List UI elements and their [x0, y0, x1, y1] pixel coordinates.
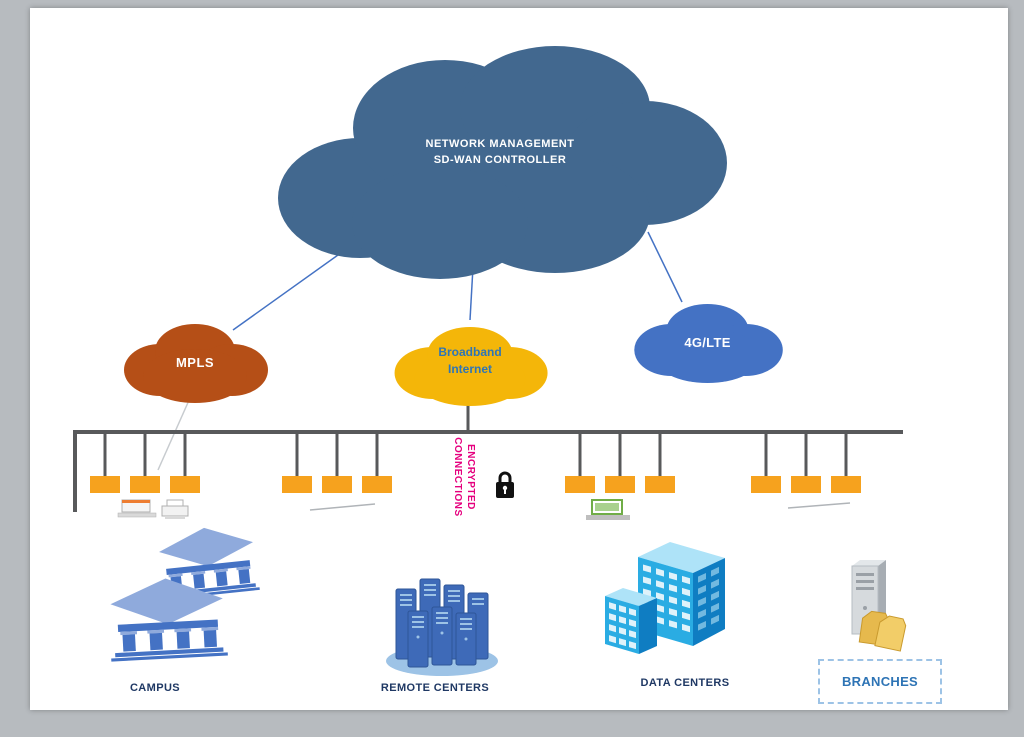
laptop-icon	[117, 499, 157, 518]
broadband-cloud[interactable]: Broadband Internet	[385, 316, 555, 411]
broadband-label-line1: Broadband	[438, 345, 502, 359]
controller-label: NETWORK MANAGEMENT SD-WAN CONTROLLER	[260, 136, 740, 168]
branches-icon[interactable]	[830, 558, 920, 658]
encrypted-label-line1: ENCRYPTED	[465, 444, 476, 510]
connector-boxes	[90, 476, 861, 493]
link-controller-broadband	[469, 266, 474, 321]
campus-label[interactable]: CAMPUS	[129, 682, 181, 694]
controller-label-line2: SD-WAN CONTROLLER	[433, 154, 567, 166]
remote-centers-label[interactable]: REMOTE CENTERS	[380, 682, 490, 694]
cable-icon	[309, 503, 376, 511]
campus-icon[interactable]	[105, 526, 280, 666]
mpls-label: MPLS	[175, 355, 215, 370]
cloud-shape	[124, 324, 268, 403]
branches-label: BRANCHES	[841, 674, 919, 689]
slide-canvas: NETWORK MANAGEMENT SD-WAN CONTROLLER MPL…	[30, 8, 1008, 710]
lte-label: 4G/LTE	[684, 335, 731, 350]
cloud-shape	[394, 327, 548, 406]
folder-icon	[874, 615, 907, 652]
connector-lines-layer	[73, 231, 903, 520]
lock-icon[interactable]	[494, 468, 516, 500]
cloud-shape	[634, 304, 783, 383]
printer-icon	[161, 499, 189, 519]
encrypted-connections-label[interactable]: ENCRYPTED CONNECTIONS	[447, 427, 477, 527]
encrypted-label-line2: CONNECTIONS	[452, 437, 463, 517]
lte-cloud[interactable]: 4G/LTE	[625, 293, 790, 388]
bus-line	[73, 430, 903, 512]
bank-building-icon	[110, 578, 228, 662]
controller-cloud[interactable]: NETWORK MANAGEMENT SD-WAN CONTROLLER	[260, 28, 740, 288]
broadband-label: Broadband Internet	[385, 344, 555, 378]
data-centers-icon[interactable]	[595, 528, 745, 673]
link-controller-mpls	[232, 244, 353, 331]
green-laptop-icon	[586, 499, 630, 520]
cloud-shape	[278, 46, 727, 279]
remote-centers-icon[interactable]	[360, 573, 510, 678]
link-controller-lte	[647, 231, 683, 303]
drop-lines	[103, 432, 848, 476]
controller-label-line1: NETWORK MANAGEMENT	[425, 138, 575, 150]
broadband-label-line2: Internet	[447, 362, 492, 376]
cable-icon-2	[787, 502, 851, 509]
mpls-cloud[interactable]: MPLS	[115, 313, 275, 408]
branches-label-box[interactable]: BRANCHES	[818, 659, 942, 704]
data-centers-label[interactable]: DATA CENTERS	[640, 677, 730, 689]
